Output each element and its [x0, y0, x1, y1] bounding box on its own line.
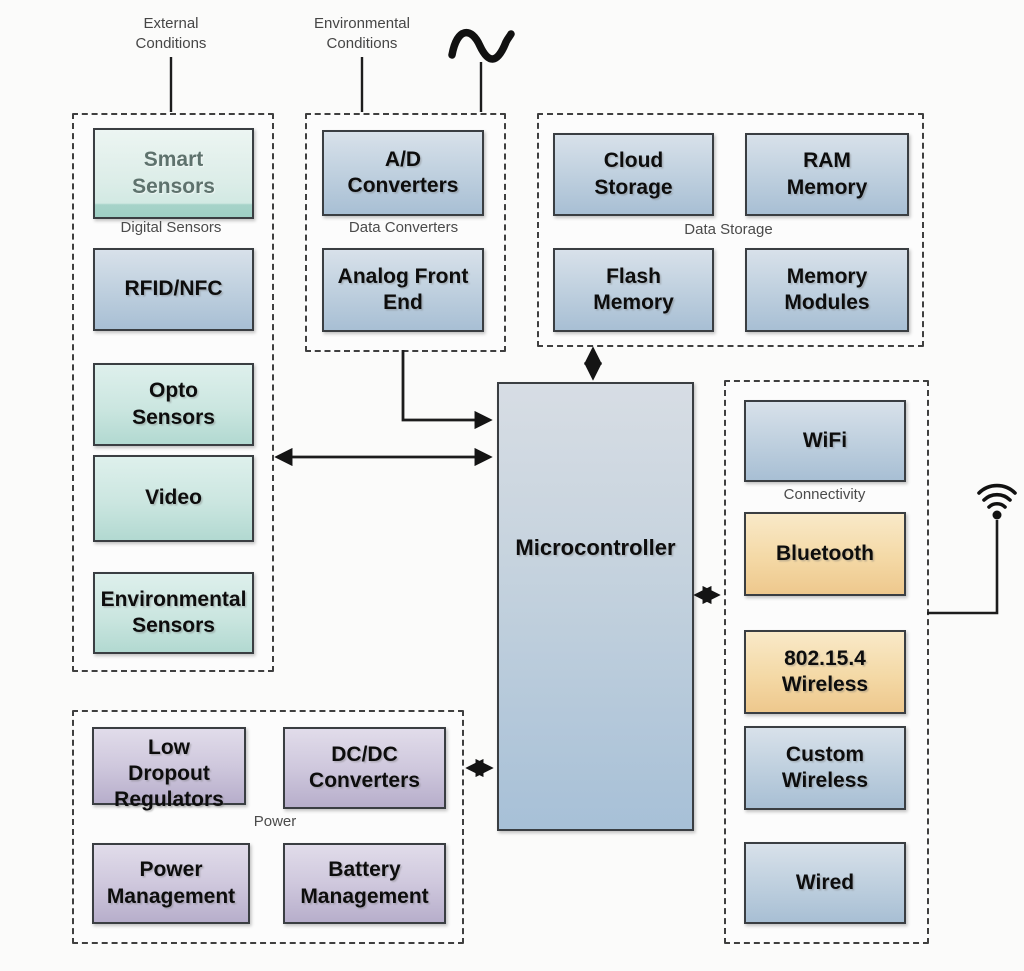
- low-dropout-regulators-label: Low Dropout Regulators: [114, 736, 224, 812]
- 802-15-4-wireless-label: 802.15.4 Wireless: [781, 646, 869, 696]
- microcontroller-label: Microcontroller: [515, 535, 676, 560]
- opto-sensors-box: Opto Sensors: [93, 363, 254, 446]
- low-dropout-regulators-box: Low Dropout Regulators: [92, 727, 246, 811]
- power-management-box: Power Management: [92, 843, 250, 924]
- ad-converters-label: A/D Converters: [347, 147, 459, 197]
- power-group-label: Power: [253, 813, 297, 830]
- opto-sensors-label: Opto Sensors: [132, 379, 215, 429]
- memory-modules-label: Memory Modules: [784, 264, 870, 314]
- power-management-label: Power Management: [106, 858, 236, 908]
- wifi-box: WiFi: [744, 400, 906, 482]
- cloud-storage-label: Cloud Storage: [594, 149, 673, 199]
- custom-wireless-box: Custom Wireless: [744, 726, 906, 810]
- ram-memory-box: RAM Memory: [745, 133, 909, 216]
- battery-management-label: Battery Management: [300, 858, 429, 908]
- wifi-antenna-icon: [977, 483, 1017, 520]
- 802-15-4-wireless-box: 802.15.4 Wireless: [744, 630, 906, 714]
- analog-front-end-label: Analog Front End: [337, 264, 469, 314]
- custom-wireless-label: Custom Wireless: [781, 742, 869, 792]
- arrow-afe-to-mcu: [401, 350, 493, 430]
- smart-sensors-label: Smart Sensors: [132, 148, 215, 198]
- video-label: Video: [145, 486, 202, 510]
- battery-management-box: Battery Management: [283, 843, 446, 924]
- data-storage-group-label: Data Storage: [684, 221, 773, 238]
- environmental-sensors-label: Environmental Sensors: [100, 587, 247, 637]
- flash-memory-label: Flash Memory: [593, 264, 674, 314]
- antenna-line: [927, 520, 999, 615]
- bluetooth-label: Bluetooth: [776, 541, 874, 565]
- wired-label: Wired: [795, 870, 855, 894]
- flash-memory-box: Flash Memory: [553, 248, 714, 332]
- rfid-nfc-box: RFID/NFC: [93, 248, 254, 331]
- dcdc-converters-box: DC/DC Converters: [283, 727, 446, 809]
- ad-converters-box: A/D Converters: [322, 130, 484, 216]
- external-conditions-label: External Conditions: [135, 15, 207, 52]
- video-box: Video: [93, 455, 254, 542]
- memory-modules-box: Memory Modules: [745, 248, 909, 332]
- analog-front-end-box: Analog Front End: [322, 248, 484, 332]
- data-converters-group-label: Data Converters: [348, 219, 459, 236]
- ram-memory-label: RAM Memory: [786, 149, 868, 199]
- wired-box: Wired: [744, 842, 906, 924]
- rfid-nfc-label: RFID/NFC: [124, 277, 223, 301]
- sine-wave-icon: [448, 29, 515, 63]
- bluetooth-box: Bluetooth: [744, 512, 906, 596]
- digital-sensors-group-label: Digital Sensors: [120, 219, 222, 236]
- cloud-storage-box: Cloud Storage: [553, 133, 714, 216]
- microcontroller-box: Microcontroller: [497, 382, 694, 831]
- connectivity-group-label: Connectivity: [783, 486, 866, 503]
- dcdc-converters-label: DC/DC Converters: [309, 742, 420, 792]
- smart-sensors-box: Smart Sensors: [93, 128, 254, 219]
- wifi-label: WiFi: [802, 428, 848, 452]
- environmental-conditions-label: Environmental Conditions: [314, 15, 410, 52]
- environmental-sensors-box: Environmental Sensors: [93, 572, 254, 654]
